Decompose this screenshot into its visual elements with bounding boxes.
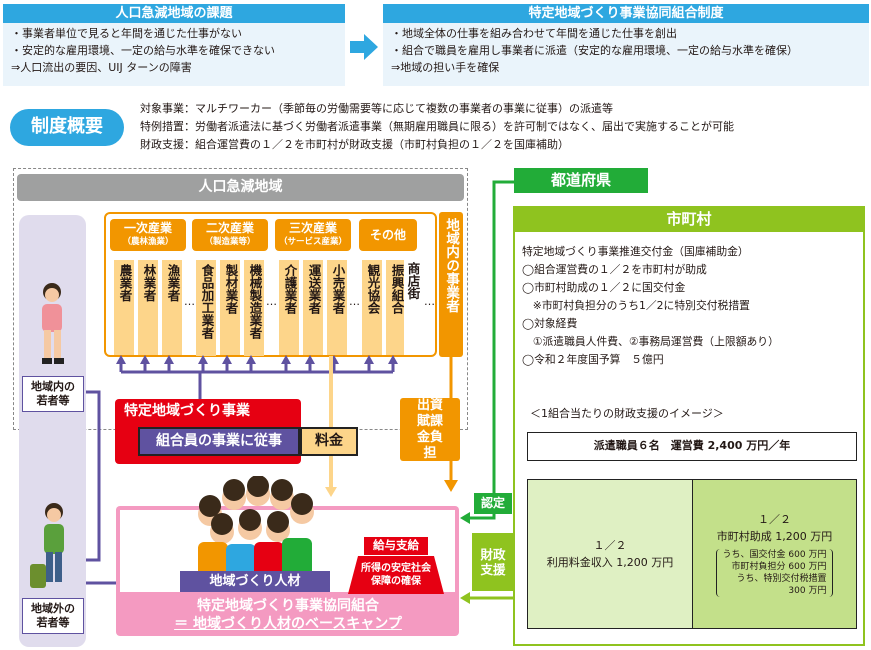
inside-young-label: 地域内の若者等 — [22, 376, 84, 412]
system-title: 特定地域づくり事業協同組合制度 — [383, 4, 869, 23]
overview-line: 対象事業：マルチワーカー（季節毎の労働需要等に応じて複数の事業者の事業に従事）の… — [140, 102, 613, 115]
system-line: ⇒地域の担い手を確保 — [391, 61, 500, 74]
overview-line: 特例措置：労働者派遣法に基づく労働者派遣事業（無期雇用職員に限る）を許可制ではな… — [140, 120, 734, 133]
issue-line: ・事業者単位で見ると年間を通じた仕事がない — [11, 27, 242, 40]
group-of-workers-icon — [198, 476, 314, 578]
salary-shape — [348, 556, 444, 594]
industry-item: 漁業者 — [162, 260, 182, 355]
municipality-title: 市町村 — [513, 206, 865, 232]
industry-item: 小売業者 — [327, 260, 347, 355]
finance-support-label: 財政支援 — [472, 533, 514, 591]
support-image-title: ＜1組合当たりの財政支援のイメージ＞ — [530, 407, 724, 420]
industry-item: 食品加工業者 — [196, 260, 216, 356]
industry-item: 商店街 — [404, 260, 420, 355]
issue-line: ・安定的な雇用環境、一定の給与水準を確保できない — [11, 44, 275, 57]
system-line: ・地域全体の仕事を組み合わせて年間を通じた仕事を創出 — [391, 27, 677, 40]
industry-item: 振興組合 — [386, 260, 406, 355]
cost-breakdown: １／２ 利用料金収入 1,200 万円 １／２ 市町村助成 1,200 万円 う… — [527, 479, 857, 629]
industry-item: 運送業者 — [303, 260, 323, 355]
ellipsis: … — [349, 295, 360, 308]
salary-title: 給与支給 — [364, 537, 428, 555]
industry-item: 介護業者 — [279, 260, 299, 355]
municipality-line: ①派遣職員人件費、②事務局運営費（上限額あり） — [522, 335, 779, 348]
right-arrow-icon — [350, 34, 378, 60]
ellipsis: … — [266, 295, 277, 308]
fee-income-label: 利用料金収入 1,200 万円 — [546, 556, 674, 569]
region-title: 人口急減地域 — [17, 174, 464, 201]
subsidy-detail: うち、国交付金 600 万円 市町村負担分 600 万円 うち、特別交付税措置 … — [715, 549, 834, 597]
ellipsis: … — [184, 295, 195, 308]
fee-income-box: １／２ 利用料金収入 1,200 万円 — [528, 480, 693, 628]
industry-item: 機械製造業者 — [244, 260, 264, 356]
system-panel: 特定地域づくり事業協同組合制度 ・地域全体の仕事を組み合わせて年間を通じた仕事を… — [383, 4, 869, 86]
issue-line: ⇒人口流出の要因、UIJ ターンの障害 — [11, 61, 192, 74]
salary-desc: 所得の安定社会保障の確保 — [361, 563, 431, 587]
issue-panel: 人口急減地域の課題 ・事業者単位で見ると年間を通じた仕事がない ・安定的な雇用環… — [3, 4, 345, 86]
municipality-line: ◯対象経費 — [522, 317, 578, 330]
local-business-label: 地域内の事業者 — [439, 212, 463, 357]
category-secondary: 二次産業（製造業等） — [192, 219, 268, 251]
industry-item: 林業者 — [138, 260, 158, 355]
certify-label: 認定 — [474, 493, 512, 514]
fee-income-fraction: １／２ — [593, 539, 627, 552]
union-line2: ＝ 地域づくり人材のベースキャンプ — [174, 616, 402, 632]
subsidy-fraction: １／２ — [758, 513, 791, 526]
municipality-line: 特定地域づくり事業推進交付金（国庫補助金） — [522, 245, 749, 258]
municipality-line: ※市町村負担分のうち1／2に特別交付税措置 — [522, 299, 750, 312]
cost-box: 派遣職員６名 運営費 2,400 万円／年 — [527, 432, 857, 461]
fee-label: 料金 — [300, 427, 358, 456]
work-label: 組合員の事業に従事 — [138, 427, 300, 456]
overview-line: 財政支援：組合運営費の１／２を市町村が財政支援（市町村負担の１／２を国庫補助） — [140, 138, 569, 151]
municipal-subsidy-box: １／２ 市町村助成 1,200 万円 うち、国交付金 600 万円 市町村負担分… — [693, 480, 856, 628]
issue-title: 人口急減地域の課題 — [3, 4, 345, 23]
prefecture-label: 都道府県 — [514, 168, 648, 193]
traveler-with-suitcase-icon — [30, 503, 64, 588]
industry-item: 観光協会 — [362, 260, 382, 355]
outside-young-label: 地域外の若者等 — [22, 598, 84, 634]
worker-label: 地域づくり人材 — [180, 571, 330, 592]
municipality-line: ◯市町村助成の１／２に国交付金 — [522, 281, 686, 294]
project-title: 特定地域づくり事業 — [124, 403, 250, 419]
overview-badge: 制度概要 — [10, 109, 124, 146]
industry-item: 製材業者 — [220, 260, 240, 355]
category-other: その他 — [359, 219, 417, 251]
category-primary: 一次産業（農林漁業） — [110, 219, 186, 251]
capital-label: 出資賦課金負担 — [400, 398, 460, 461]
municipality-line: ◯令和２年度国予算 ５億円 — [522, 353, 664, 366]
industry-item: 農業者 — [114, 260, 134, 355]
system-line: ・組合で職員を雇用し事業者に派遣（安定的な雇用環境、一定の給与水準を確保） — [391, 44, 798, 57]
category-tertiary: 三次産業（サービス産業） — [275, 219, 351, 251]
union-line1: 特定地域づくり事業協同組合 — [197, 598, 379, 614]
municipality-line: ◯組合運営費の１／２を市町村が助成 — [522, 263, 707, 276]
person-walking-icon — [42, 283, 64, 364]
union-title: 特定地域づくり事業協同組合 ＝ 地域づくり人材のベースキャンプ — [124, 597, 452, 633]
subsidy-label: 市町村助成 1,200 万円 — [716, 530, 833, 543]
ellipsis: … — [424, 295, 435, 308]
